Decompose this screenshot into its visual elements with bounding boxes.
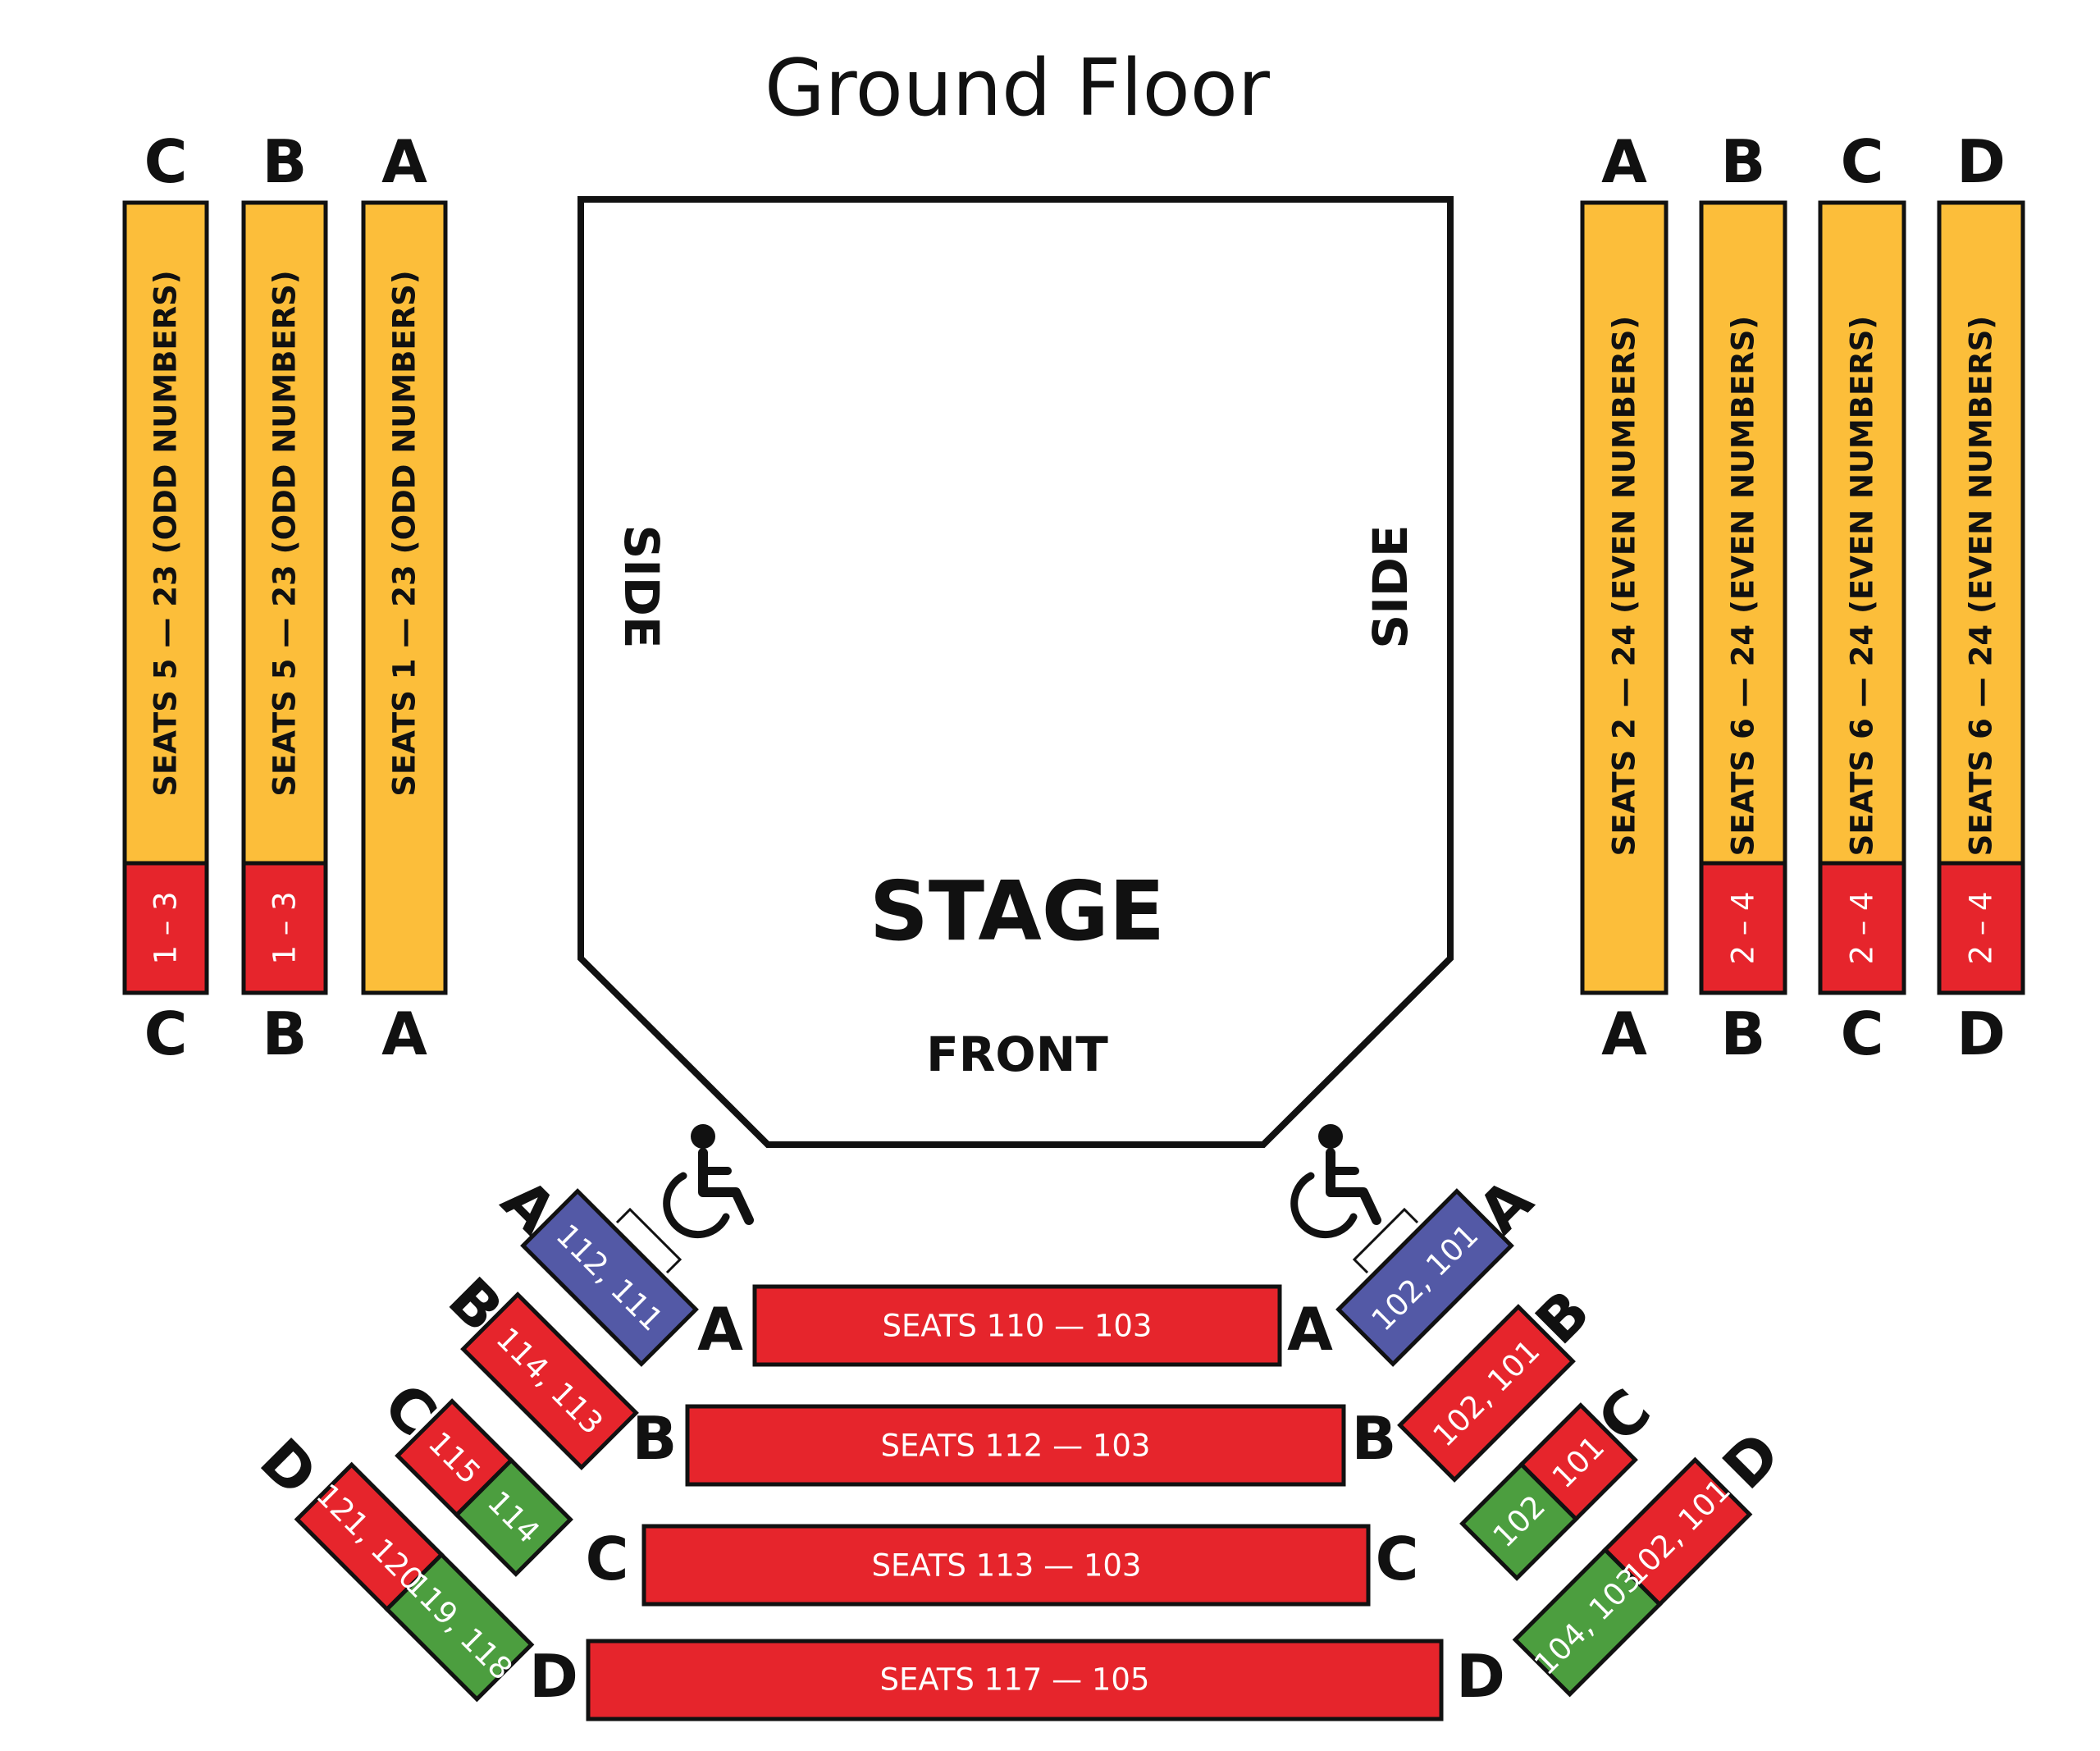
right-column-b: B SEATS 6 — 24 (EVEN NUMBERS) 2 – 4 B: [1699, 127, 1787, 1068]
seat-block: [361, 200, 448, 995]
seat-label: SEATS 5 — 23 (ODD NUMBERS): [267, 270, 303, 796]
row-letter: C: [1376, 1525, 1419, 1593]
right-wing-row-c: C 102 101: [1459, 1376, 1664, 1581]
row-letter: D: [1956, 999, 2006, 1068]
row-letter: A: [381, 999, 427, 1068]
seat-block: [1937, 861, 2025, 995]
seat-label: SEATS 5 — 23 (ODD NUMBERS): [148, 270, 184, 796]
seat-label: SEATS 117 — 105: [880, 1662, 1150, 1698]
seat-block: [1699, 861, 1787, 995]
seat-label: 1 – 3: [267, 891, 303, 964]
seat-block: [1397, 1304, 1576, 1483]
stage-side-left-label: SIDE: [614, 524, 669, 648]
stage-outline: [578, 196, 1454, 1148]
seat-label: SEATS 112 — 103: [881, 1429, 1151, 1464]
seat-block: [384, 1552, 535, 1703]
stage: STAGE FRONT SIDE SIDE: [578, 196, 1454, 1148]
right-wing-seating: A 102, 101 B 102, 101 C 102 101 D: [1335, 1165, 1793, 1698]
left-wing-seating: A 112, 111 B 114, 113 C 115 114 D: [247, 1166, 699, 1703]
seat-block: [1335, 1188, 1514, 1367]
front-row-d: D SEATS 117 — 105 D: [529, 1639, 1505, 1721]
row-letter: C: [144, 127, 188, 196]
row-letter: A: [381, 127, 427, 196]
seat-label: SEATS 2 — 24 (EVEN NUMBERS): [1607, 316, 1642, 857]
left-column-c: C SEATS 5 — 23 (ODD NUMBERS) 1 – 3 C: [122, 127, 209, 1068]
seat-block: [586, 1639, 1444, 1721]
row-letter: A: [1601, 999, 1647, 1068]
seat-block: [1818, 861, 1906, 995]
front-row-a: A SEATS 110 — 103 A: [697, 1284, 1333, 1367]
seat-label: 1 – 3: [148, 891, 184, 964]
seat-block: [685, 1404, 1346, 1487]
row-letter: B: [632, 1404, 678, 1473]
wheelchair-bracket: [1352, 1207, 1419, 1274]
right-side-seating: A SEATS 2 — 24 (EVEN NUMBERS) A B SEATS …: [1580, 127, 2025, 1068]
seat-block: [454, 1457, 573, 1577]
left-column-b: B SEATS 5 — 23 (ODD NUMBERS) 1 – 3 B: [241, 127, 328, 1068]
row-letter: C: [586, 1525, 629, 1593]
seat-block: [1518, 1402, 1638, 1522]
wheelchair-icon: [663, 1124, 754, 1239]
row-letter: B: [262, 999, 308, 1068]
seat-label: SEATS 6 — 24 (EVEN NUMBERS): [1845, 316, 1880, 857]
row-letter: C: [1841, 127, 1884, 196]
wheelchair-bracket: [615, 1207, 682, 1274]
chart-title: Ground Floor: [765, 43, 1271, 134]
right-column-c: C SEATS 6 — 24 (EVEN NUMBERS) 2 – 4 C: [1818, 127, 1906, 1068]
seat-block: [1937, 200, 2025, 866]
front-row-c: C SEATS 113 — 103 C: [586, 1524, 1419, 1607]
front-row-b: B SEATS 112 — 103 B: [632, 1404, 1397, 1487]
left-side-seating: C SEATS 5 — 23 (ODD NUMBERS) 1 – 3 C B S…: [122, 127, 448, 1068]
row-letter: C: [1841, 999, 1884, 1068]
row-letter: A: [1601, 127, 1647, 196]
seat-label: SEATS 6 — 24 (EVEN NUMBERS): [1726, 316, 1761, 857]
seat-label: SEATS 113 — 103: [872, 1548, 1142, 1584]
seat-label: SEATS 6 — 24 (EVEN NUMBERS): [1964, 316, 1999, 857]
seat-label: SEATS 1 — 23 (ODD NUMBERS): [387, 270, 422, 796]
row-letter: A: [1287, 1295, 1333, 1364]
seat-block: [460, 1292, 639, 1470]
seat-label: 2 – 4: [1845, 891, 1880, 964]
seat-block: [122, 200, 209, 866]
seat-block: [1602, 1456, 1753, 1607]
seat-block: [752, 1284, 1282, 1367]
row-letter: B: [1352, 1404, 1397, 1473]
row-letter: C: [144, 999, 188, 1068]
seat-block: [1580, 200, 1669, 995]
row-letter: B: [1721, 127, 1766, 196]
seat-block: [641, 1524, 1371, 1607]
seat-block: [241, 861, 328, 995]
seat-label: 2 – 4: [1964, 891, 1999, 964]
stage-front-label: FRONT: [926, 1026, 1108, 1082]
row-letter: B: [1721, 999, 1766, 1068]
front-rows: A SEATS 110 — 103 A B SEATS 112 — 103 B …: [529, 1284, 1505, 1721]
seat-block: [520, 1188, 699, 1367]
left-column-a: A SEATS 1 — 23 (ODD NUMBERS) A: [361, 127, 448, 1068]
row-letter: D: [529, 1642, 578, 1711]
seat-label: SEATS 110 — 103: [883, 1309, 1153, 1344]
row-letter: B: [262, 127, 308, 196]
stage-label: STAGE: [870, 863, 1165, 959]
row-letter: D: [1456, 1642, 1505, 1711]
seat-block: [122, 861, 209, 995]
row-letter: D: [1956, 127, 2006, 196]
right-column-d: D SEATS 6 — 24 (EVEN NUMBERS) 2 – 4 D: [1937, 127, 2025, 1068]
stage-side-right-label: SIDE: [1363, 524, 1418, 648]
right-column-a: A SEATS 2 — 24 (EVEN NUMBERS) A: [1580, 127, 1669, 1068]
wheelchair-icon: [1290, 1124, 1381, 1239]
row-letter: A: [697, 1295, 743, 1364]
seat-label: 2 – 4: [1726, 891, 1761, 964]
